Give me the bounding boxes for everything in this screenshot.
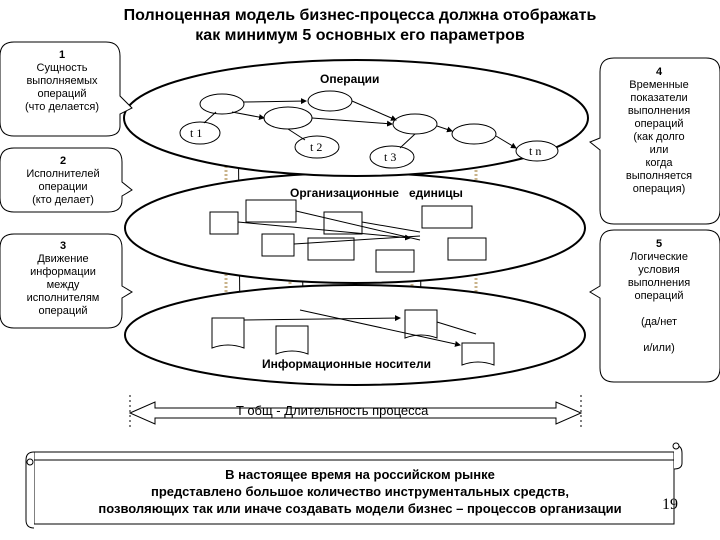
callout-text: операций	[38, 305, 88, 317]
callout-text: операции	[38, 181, 88, 193]
callout-1: 1 Сущность выполняемых операций (что дел…	[4, 49, 120, 114]
title-line-1: Полноценная модель бизнес-процесса должн…	[123, 7, 597, 24]
callout-text: исполнителям	[26, 292, 100, 304]
time-label-2: t 2	[310, 140, 323, 154]
callout-text: показатели	[630, 92, 688, 104]
callout-text	[604, 329, 714, 342]
callout-shapes	[0, 41, 720, 383]
slide-title: Полноценная модель бизнес-процесса должн…	[60, 6, 660, 46]
callout-number: 1	[58, 49, 66, 61]
callout-2: 2 Исполнителей операции (кто делает)	[4, 155, 122, 207]
banner-line-1: В настоящее время на российском рынке	[225, 467, 495, 482]
duration-label: T общ - Длительность процесса	[236, 403, 429, 418]
banner-text: В настоящее время на российском рынке пр…	[40, 466, 680, 517]
callout-5: 5 Логические условия выполнения операций…	[604, 238, 714, 355]
operation-flows	[203, 98, 517, 149]
callout-text: Временные	[629, 79, 689, 91]
callout-text: (да/нет	[640, 316, 678, 328]
callout-text: выполняемых	[26, 75, 98, 87]
callout-text: информации	[30, 266, 96, 278]
documents	[211, 309, 495, 366]
callout-text: Движение	[37, 253, 89, 265]
title-line-2: как минимум 5 основных его параметров	[195, 27, 525, 44]
callout-text: Сущность	[36, 62, 88, 74]
time-label-3: t 3	[384, 150, 397, 164]
duration-arrow	[128, 401, 583, 425]
doc-flows	[243, 309, 477, 347]
callout-text: между	[46, 279, 80, 291]
callout-text	[604, 303, 714, 316]
callout-number: 5	[655, 238, 663, 250]
callout-text: (что делается)	[25, 101, 99, 113]
layer-operations	[123, 59, 589, 177]
callout-text: операций	[37, 88, 87, 100]
callout-text: условия	[638, 264, 680, 276]
org-unit-boxes	[209, 199, 487, 273]
callout-text: операций	[634, 290, 684, 302]
org-flows	[237, 210, 421, 245]
callout-text: когда	[645, 157, 673, 169]
callout-text: или	[649, 144, 669, 156]
callout-3: 3 Движение информации между исполнителям…	[4, 240, 122, 318]
callout-text: операция)	[632, 183, 686, 195]
layer-label-info-carriers: Информационные носители	[262, 357, 431, 371]
callout-text: (кто делает)	[32, 194, 94, 206]
scroll-banner	[25, 442, 683, 529]
callout-number: 2	[59, 155, 67, 167]
callout-text: операций	[634, 118, 684, 130]
page-number: 19	[662, 496, 678, 513]
callout-text: выполнения	[627, 105, 691, 117]
layer-label-org-units: Организационные единицы	[290, 186, 463, 200]
banner-line-2: представлено большое количество инструме…	[150, 484, 570, 499]
operation-nodes	[179, 90, 559, 169]
callout-text: (как долго	[633, 131, 685, 143]
callout-text: Исполнителей	[26, 168, 100, 180]
layer-label-operations: Операции	[320, 72, 380, 86]
callout-text: и/или)	[643, 342, 675, 354]
callout-number: 3	[59, 240, 67, 252]
time-label-1: t 1	[190, 126, 203, 140]
time-label-n: t n	[529, 144, 542, 158]
callout-text: выполнения	[627, 277, 691, 289]
callout-text: Логические	[630, 251, 688, 263]
callout-number: 4	[655, 66, 663, 78]
callout-4: 4 Временные показатели выполнения операц…	[604, 66, 714, 196]
callout-text: выполняется	[625, 170, 693, 182]
banner-line-3: позволяющих так или иначе создавать моде…	[98, 501, 622, 516]
